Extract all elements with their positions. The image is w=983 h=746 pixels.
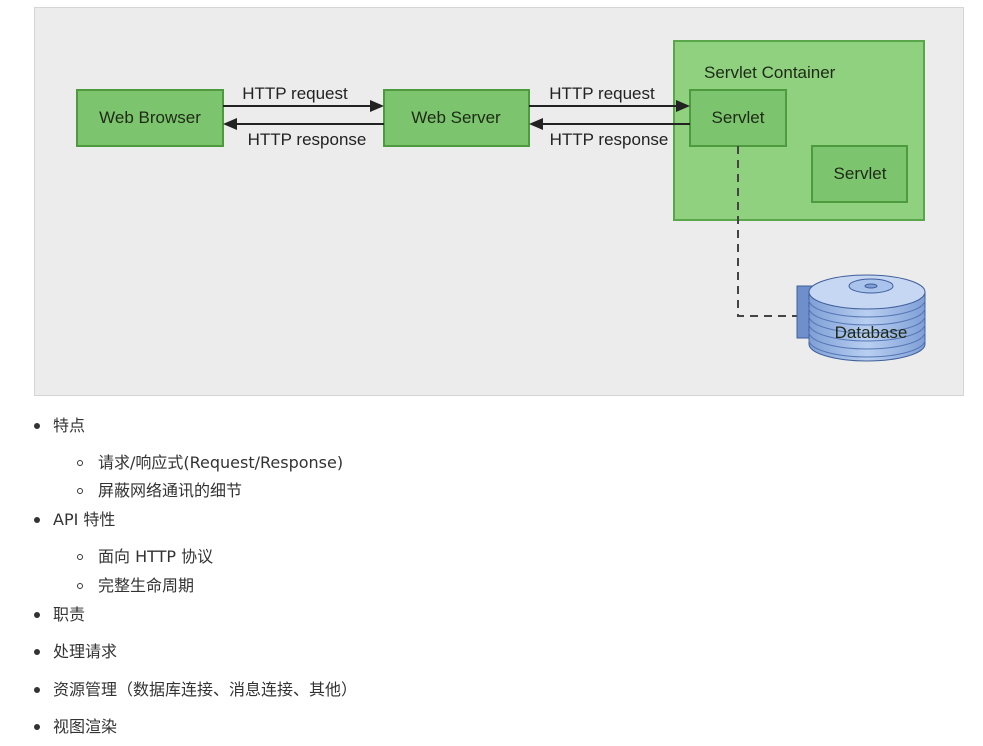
web-server-label: Web Server	[411, 108, 501, 127]
web-browser-box: Web Browser	[76, 89, 224, 147]
list-item-text: 屏蔽网络通讯的细节	[98, 481, 243, 500]
bullet-circle-icon	[77, 488, 83, 494]
bullet-circle-icon	[77, 460, 83, 466]
bullet-disc-icon	[34, 423, 40, 429]
servlet-container-title: Servlet Container	[704, 63, 836, 82]
database-label: Database	[835, 323, 908, 342]
list-item-text: 特点	[53, 416, 86, 435]
list-item-text: 视图渲染	[53, 717, 118, 736]
architecture-figure: Servlet Container Web Browser Web Server…	[34, 7, 964, 396]
web-server-box: Web Server	[383, 89, 530, 147]
bullet-disc-icon	[34, 649, 40, 655]
bullet-disc-icon	[34, 724, 40, 730]
response-arrowhead-1	[223, 118, 237, 130]
servlet-secondary-label: Servlet	[834, 164, 887, 183]
list-item-text: 请求/响应式(Request/Response)	[98, 453, 344, 472]
list-item-text: API 特性	[53, 510, 116, 529]
response-arrowhead-2	[529, 118, 543, 130]
servlet-box-secondary: Servlet	[811, 145, 908, 203]
list-item-text: 完整生命周期	[98, 576, 195, 595]
list-item-text: 面向 HTTP 协议	[98, 547, 214, 566]
http-request-label-1: HTTP request	[242, 84, 348, 103]
server-servlet-arrows: HTTP request HTTP response	[529, 84, 690, 149]
bullet-disc-icon	[34, 687, 40, 693]
bullet-disc-icon	[34, 612, 40, 618]
servlet-primary-label: Servlet	[712, 108, 765, 127]
bullet-circle-icon	[77, 554, 83, 560]
web-browser-label: Web Browser	[99, 108, 201, 127]
servlet-box-primary: Servlet	[689, 89, 787, 147]
request-arrowhead-1	[370, 100, 384, 112]
list-item-text: 职责	[53, 605, 86, 624]
bullet-disc-icon	[34, 517, 40, 523]
browser-server-arrows: HTTP request HTTP response	[223, 84, 384, 149]
bullet-circle-icon	[77, 583, 83, 589]
list-item-text: 资源管理（数据库连接、消息连接、其他）	[53, 680, 358, 699]
database-icon: Database	[796, 274, 926, 362]
list-item-text: 处理请求	[53, 642, 118, 661]
http-response-label-1: HTTP response	[248, 130, 367, 149]
request-arrowhead-2	[676, 100, 690, 112]
servlet-architecture-diagram: Servlet Container Web Browser Web Server…	[76, 40, 926, 362]
http-request-label-2: HTTP request	[549, 84, 655, 103]
database-connector-line	[737, 146, 805, 317]
http-response-label-2: HTTP response	[550, 130, 669, 149]
